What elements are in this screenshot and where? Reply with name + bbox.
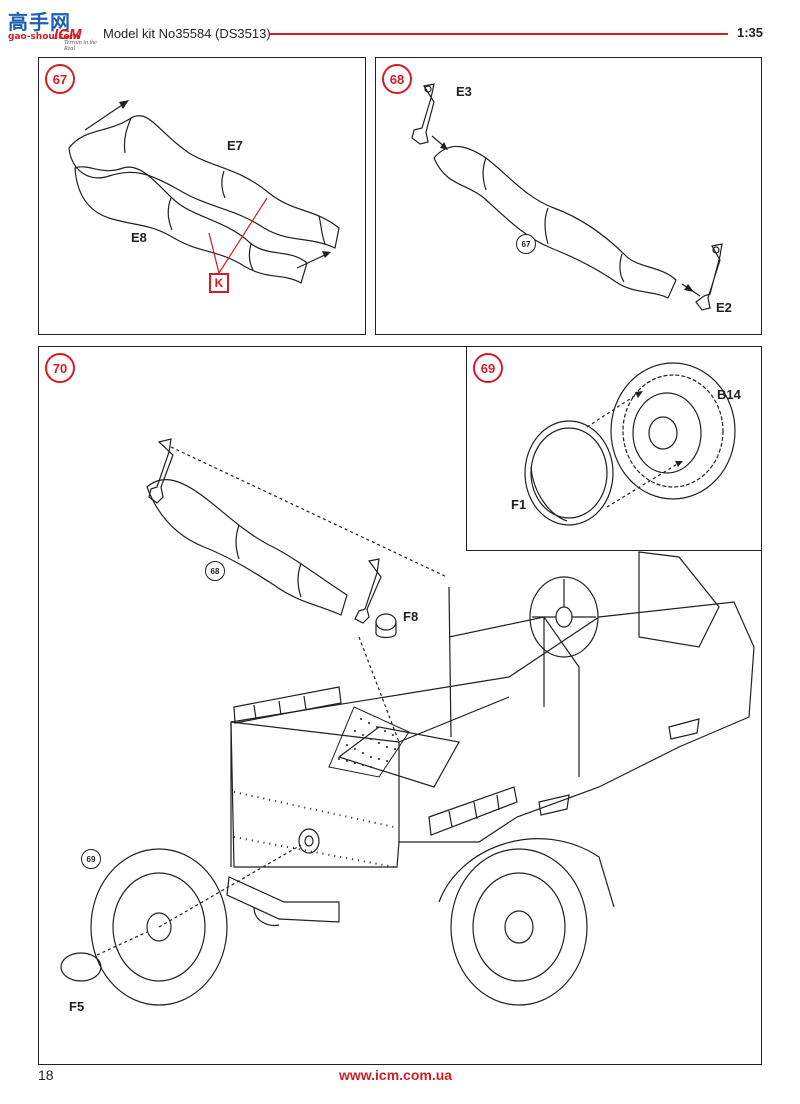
kit-title: Model kit No35584 (DS3513) xyxy=(103,26,271,41)
step-69-panel: 69 B14 F1 xyxy=(466,346,762,551)
callout-k: K xyxy=(209,273,229,293)
step-70-badge: 70 xyxy=(45,353,75,383)
part-label-b14: B14 xyxy=(717,387,741,402)
rivet-mesh xyxy=(338,718,396,768)
header-rule xyxy=(270,33,728,35)
step-69-badge: 69 xyxy=(473,353,503,383)
part-label-e8: E8 xyxy=(131,230,147,245)
part-label-f5: F5 xyxy=(69,999,85,1014)
part-label-e7: E7 xyxy=(227,138,243,153)
page-number: 18 xyxy=(38,1067,54,1083)
logo-tagline: Terrain in the Real xyxy=(64,40,97,52)
step-69-drawing xyxy=(524,362,736,526)
website-link[interactable]: www.icm.com.ua xyxy=(339,1067,453,1083)
page-header: 高手网 gao-shou.com ICM Terrain in the Real… xyxy=(0,0,800,56)
step-ref-67: 67 xyxy=(516,234,536,254)
logo-brand: ICM xyxy=(54,26,82,43)
step-70-drawing xyxy=(60,438,755,1006)
kit-scale: 1:35 xyxy=(737,25,764,40)
part-label-e3: E3 xyxy=(456,84,472,99)
step-67-drawing xyxy=(68,100,340,284)
step-68-drawing xyxy=(411,83,723,311)
step-67-badge: 67 xyxy=(45,64,75,94)
logo-watermark: 高手网 xyxy=(8,10,71,34)
step-68-badge: 68 xyxy=(382,64,412,94)
part-label-f1: F1 xyxy=(511,497,527,512)
part-label-f8: F8 xyxy=(403,609,419,624)
step-68-panel: 68 E3 E2 67 xyxy=(375,57,762,335)
logo-domain: gao-shou.com xyxy=(8,32,80,42)
step-ref-68: 68 xyxy=(205,561,225,581)
brand-logo: 高手网 gao-shou.com ICM Terrain in the Real xyxy=(8,6,100,52)
step-67-panel: 67 E7 E8 K xyxy=(38,57,366,335)
step-ref-69: 69 xyxy=(81,849,101,869)
part-label-e2: E2 xyxy=(716,300,732,315)
